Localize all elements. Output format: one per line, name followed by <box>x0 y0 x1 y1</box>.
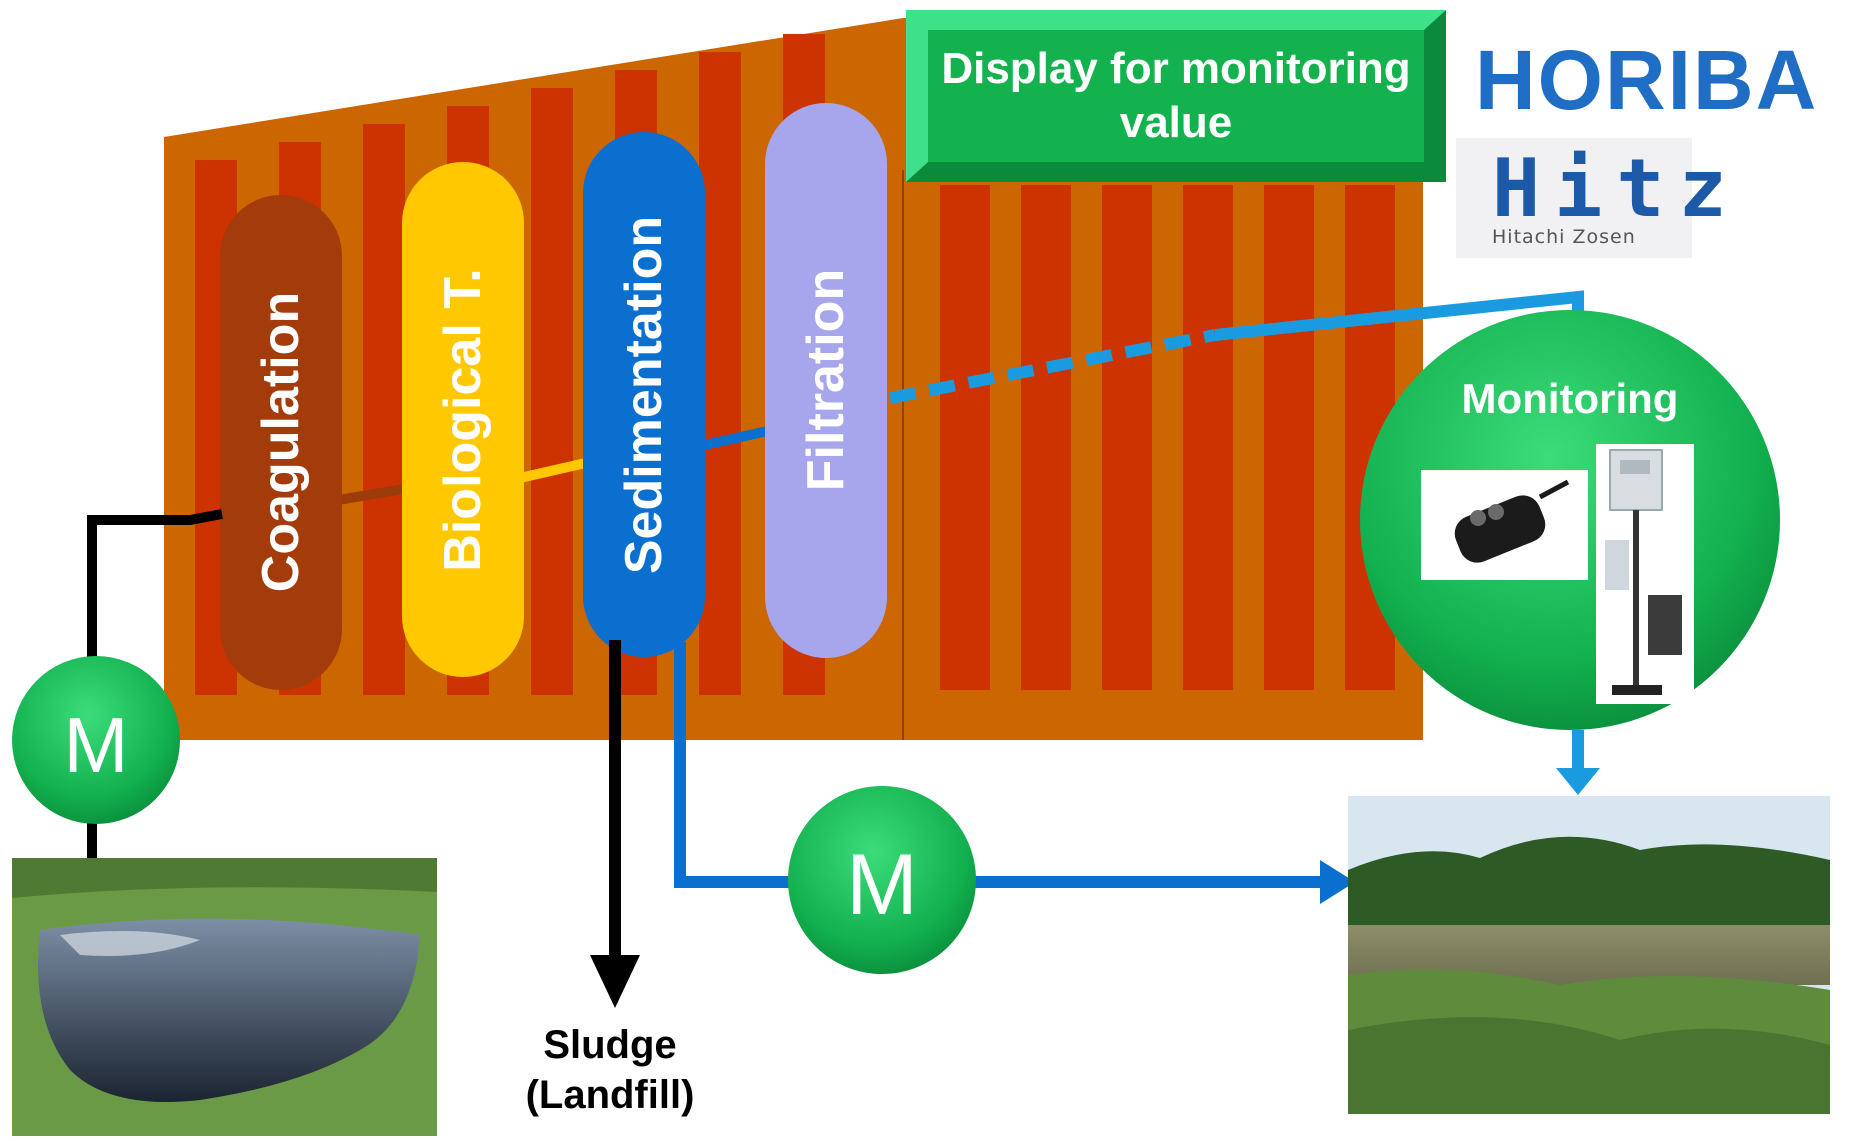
horiba-logo: HORIBA <box>1475 33 1819 127</box>
coagulation-label: Coagulation <box>252 291 310 593</box>
coagulation-tank <box>220 195 342 690</box>
filtration-tank <box>765 103 887 658</box>
building-stripe <box>1183 185 1233 690</box>
display-box-bevel-light <box>906 10 1446 182</box>
sensor-device <box>1454 479 1570 563</box>
biological-label: Biological T. <box>434 268 492 572</box>
analyzer-device <box>1605 449 1682 695</box>
inlet-pump-label: M <box>63 701 129 789</box>
sludge-arrow <box>590 955 640 1008</box>
building-stripe <box>699 52 741 695</box>
coag-bio-connector <box>337 483 411 505</box>
effluent-arrow <box>1320 860 1355 904</box>
building-stripe <box>1021 185 1071 690</box>
effluent-pipe <box>674 642 1330 888</box>
sludge-label: Sludge (Landfill) <box>525 1023 695 1117</box>
bio-sed-connector <box>518 457 592 483</box>
effluent-pump <box>788 786 976 974</box>
building-stripe <box>531 88 573 695</box>
filtration-label: Filtration <box>797 268 855 492</box>
inlet-pump <box>12 656 180 824</box>
hitz-logo: Hitz <box>1492 142 1741 235</box>
sedimentation-tank <box>583 132 705 657</box>
sed-filt-connector <box>698 425 774 451</box>
monitoring-label: Monitoring <box>1461 375 1679 422</box>
outlet-river-photo <box>1348 796 1830 1114</box>
monitoring-outlet-arrow <box>1556 768 1600 795</box>
building-stripe <box>363 124 405 695</box>
monitoring-sample-dotted-line <box>888 329 1217 404</box>
display-label: Display for monitoring value <box>941 44 1411 147</box>
building-stripe <box>1102 185 1152 690</box>
building-stripe <box>940 185 990 690</box>
sedimentation-label: Sedimentation <box>615 215 673 575</box>
building-stripe <box>1264 185 1314 690</box>
display-box <box>928 30 1424 162</box>
effluent-pump-label: M <box>846 837 918 933</box>
biological-tank <box>402 162 524 677</box>
hitz-logo-subtitle: Hitachi Zosen <box>1492 226 1636 248</box>
hitz-logo-box <box>1456 138 1692 258</box>
inlet-pond-photo <box>12 858 437 1136</box>
